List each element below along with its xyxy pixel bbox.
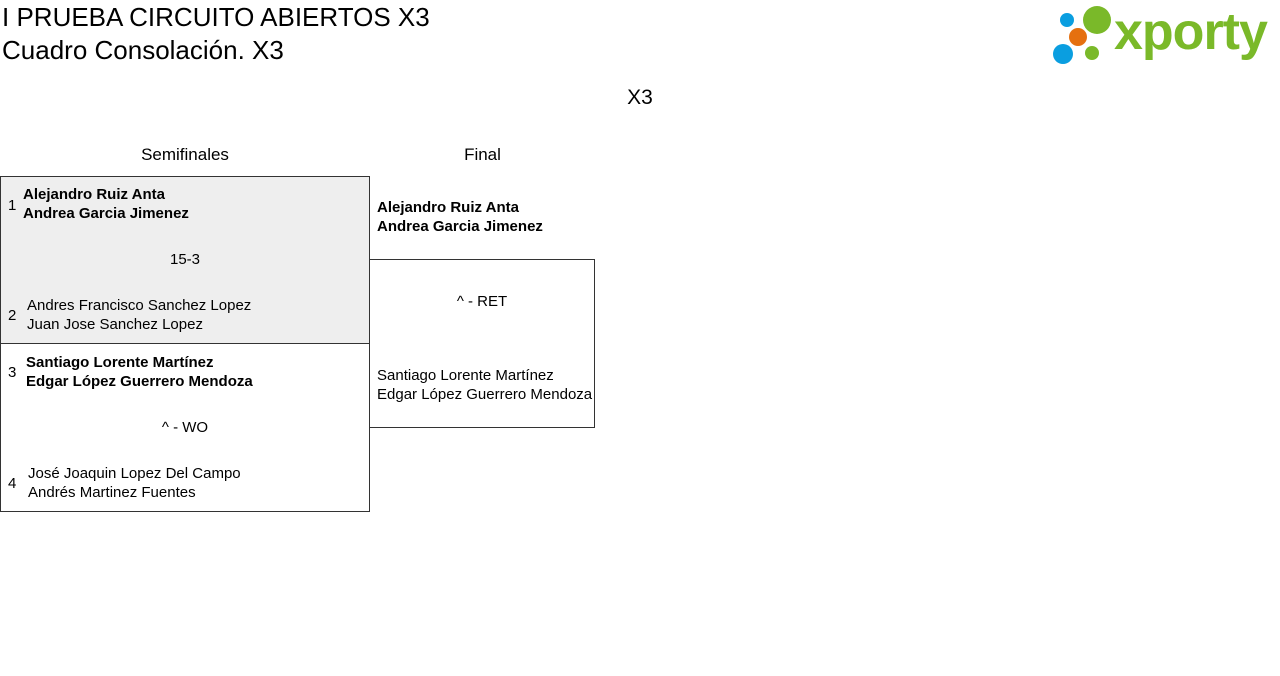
player: Santiago Lorente Martínez (26, 354, 214, 371)
final-team-top: Alejandro Ruiz Anta Andrea Garcia Jimene… (377, 198, 543, 236)
match-score: ^ - RET (456, 293, 508, 310)
player: Andres Francisco Sanchez Lopez (27, 297, 252, 314)
page-title: I PRUEBA CIRCUITO ABIERTOS X3 (2, 2, 430, 32)
seed: 2 (8, 307, 17, 324)
player: Edgar López Guerrero Mendoza (377, 386, 593, 403)
round-semifinals: Semifinales (141, 145, 229, 164)
player: Andrea Garcia Jimenez (23, 205, 189, 222)
xporty-logo: xporty (1050, 3, 1276, 68)
player: Juan Jose Sanchez Lopez (27, 316, 203, 333)
team-top: Santiago Lorente Martínez Edgar López Gu… (26, 353, 253, 391)
team-bottom: Andres Francisco Sanchez Lopez Juan Jose… (27, 296, 251, 334)
final-team-bottom: Santiago Lorente Martínez Edgar López Gu… (377, 366, 592, 404)
match-semifinal-1[interactable]: 1 Alejandro Ruiz Anta Andrea Garcia Jime… (0, 176, 370, 344)
match-score: ^ - WO (161, 419, 209, 436)
seed: 1 (8, 197, 17, 214)
player: José Joaquin Lopez Del Campo (28, 465, 241, 482)
player: Andrea Garcia Jimenez (377, 218, 543, 235)
page-subtitle: Cuadro Consolación. X3 (2, 35, 284, 65)
player: Alejandro Ruiz Anta (23, 186, 165, 203)
match-final[interactable]: ^ - RET Santiago Lorente Martínez Edgar … (369, 259, 595, 428)
player: Andrés Martinez Fuentes (28, 484, 196, 501)
player: Edgar López Guerrero Mendoza (26, 373, 253, 390)
player: Santiago Lorente Martínez (377, 367, 554, 384)
round-final: Final (464, 145, 501, 164)
seed: 4 (8, 475, 17, 492)
match-score: 15-3 (169, 251, 201, 268)
team-bottom: José Joaquin Lopez Del Campo Andrés Mart… (28, 464, 241, 502)
match-semifinal-2[interactable]: 3 Santiago Lorente Martínez Edgar López … (0, 343, 370, 512)
category-title: X3 (627, 86, 653, 109)
seed: 3 (8, 364, 17, 381)
logo-text: xporty (1114, 3, 1268, 61)
player: Alejandro Ruiz Anta (377, 199, 519, 216)
team-top: Alejandro Ruiz Anta Andrea Garcia Jimene… (23, 185, 189, 223)
logo-dots-icon (1053, 6, 1111, 64)
